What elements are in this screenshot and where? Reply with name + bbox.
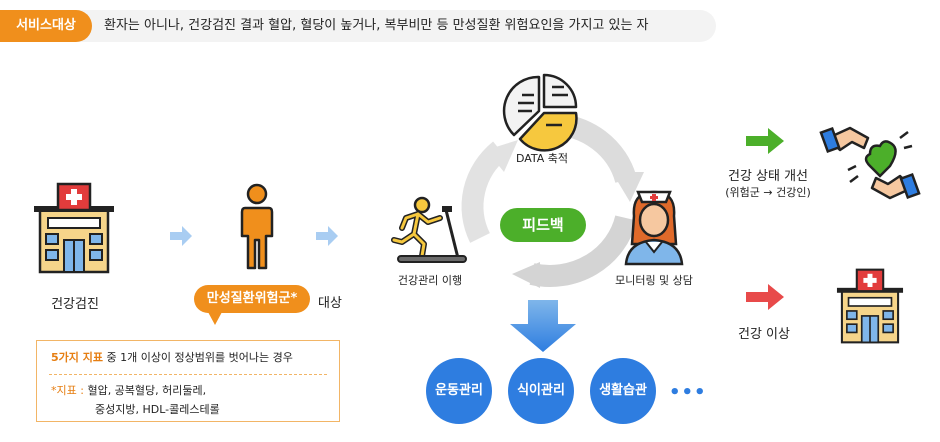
nurse-icon xyxy=(624,190,684,266)
data-accumulation-label: DATA 축적 xyxy=(515,152,569,165)
abnormal-title: 건강 이상 xyxy=(738,327,790,342)
risk-group-badge: 만성질환위험군* xyxy=(194,285,310,325)
criteria-highlight: 5가지 지표 xyxy=(51,351,103,364)
red-arrow-icon xyxy=(746,284,784,310)
monitoring-label: 모니터링 및 상담 xyxy=(615,274,693,287)
target-label: 대상 xyxy=(318,296,342,311)
improvement-subtitle: (위험군 → 건강인) xyxy=(725,186,811,199)
program-exercise: 운동관리 xyxy=(426,358,492,424)
arrow-down-icon xyxy=(510,300,576,352)
checkup-label: 건강검진 xyxy=(51,297,99,312)
hospital-icon xyxy=(836,268,904,344)
criteria-line-1: 5가지 지표 중 1개 이상이 정상범위를 벗어나는 경우 xyxy=(51,349,293,365)
treadmill-runner-icon xyxy=(391,196,467,263)
service-target-description: 환자는 아니나, 건강검진 결과 혈압, 혈당이 높거나, 복부비만 등 만성질… xyxy=(104,18,649,33)
arrow-right-icon xyxy=(170,226,192,246)
criteria-line-3: 중성지방, HDL-콜레스테롤 xyxy=(95,403,220,416)
hands-heart-icon xyxy=(819,126,921,200)
program-diet: 식이관리 xyxy=(508,358,574,424)
criteria-box: 5가지 지표 중 1개 이상이 정상범위를 벗어나는 경우 *지표 : 혈압, … xyxy=(36,340,340,422)
hospital-icon xyxy=(34,182,114,274)
pie-chart-icon xyxy=(502,73,578,152)
more-programs-icon: ••• xyxy=(669,382,707,403)
criteria-text: 중 1개 이상이 정상범위를 벗어나는 경우 xyxy=(102,351,293,364)
indicator-label: *지표 : xyxy=(51,384,84,397)
criteria-divider xyxy=(49,374,327,375)
criteria-line-2: *지표 : 혈압, 공복혈당, 허리둘레, xyxy=(51,382,206,398)
program-lifestyle: 생활습관 xyxy=(590,358,656,424)
green-arrow-icon xyxy=(746,128,784,154)
arrow-right-icon xyxy=(316,226,338,246)
health-management-label: 건강관리 이행 xyxy=(397,274,463,287)
feedback-badge: 피드백 xyxy=(500,208,586,242)
service-target-tag: 서비스대상 xyxy=(0,10,92,42)
indicator-list: 혈압, 공복혈당, 허리둘레, xyxy=(83,384,207,397)
service-target-banner: 서비스대상 환자는 아니나, 건강검진 결과 혈압, 혈당이 높거나, 복부비만… xyxy=(0,10,716,42)
person-icon xyxy=(240,183,274,270)
improvement-title: 건강 상태 개선 xyxy=(727,169,809,184)
